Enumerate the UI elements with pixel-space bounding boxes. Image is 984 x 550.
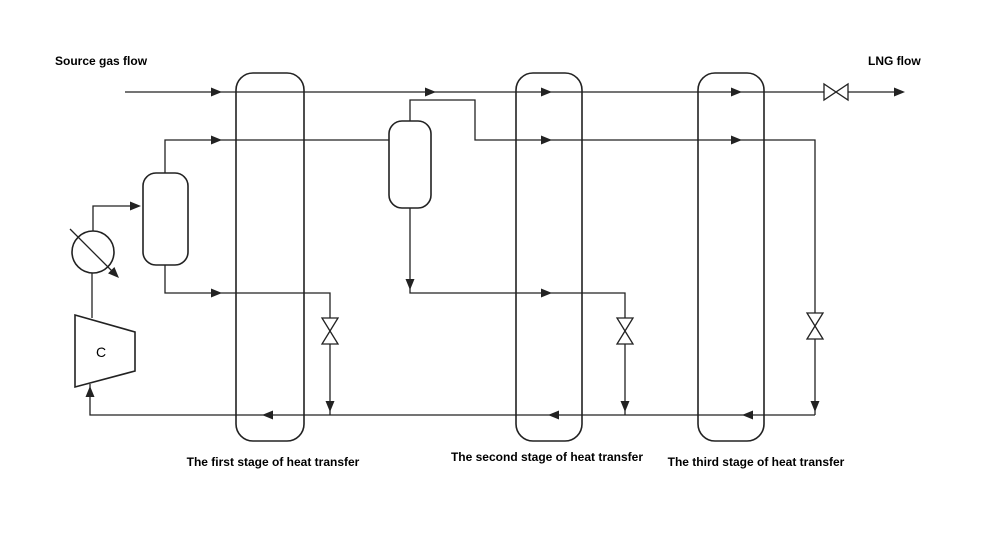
source-gas-flow-label: Source gas flow [55,54,148,68]
lng-throttle-valve-icon [823,82,849,102]
flow-arrow [425,87,436,97]
pipe-separator-liquid-line [409,208,626,415]
flow-arrow [211,87,222,97]
pipe-cooler-to-vessel [92,205,138,231]
compressor-label: C [96,344,106,360]
stage2-expansion-valve-icon [615,317,635,345]
separator-vessel [388,120,432,209]
stage1-expansion-valve-icon [320,317,340,345]
flow-arrow [211,135,222,145]
accumulator-vessel [142,172,189,266]
lng-flow-label: LNG flow [868,54,921,68]
pipe-separator-vapor-line [409,99,816,415]
stage1-label: The first stage of heat transfer [187,455,360,469]
flow-arrow [130,201,141,211]
flow-arrow [894,87,905,97]
flow-arrow [85,386,95,397]
heat-exchanger-1 [235,72,305,442]
pipe-vessel1-top-line [164,139,389,173]
pipe-vessel1-bottom-line [164,265,331,415]
flow-arrow [211,288,222,298]
flow-arrow [810,401,820,412]
heat-exchanger-3 [697,72,765,442]
flow-arrow [620,401,630,412]
compressor [74,313,136,389]
flow-arrow [325,401,335,412]
flow-arrow [405,279,415,290]
heat-exchanger-2 [515,72,583,442]
stage3-label: The third stage of heat transfer [668,455,845,469]
cooler-cross-line [69,228,115,274]
stage2-label: The second stage of heat transfer [451,450,643,464]
stage3-expansion-valve-icon [805,312,825,340]
